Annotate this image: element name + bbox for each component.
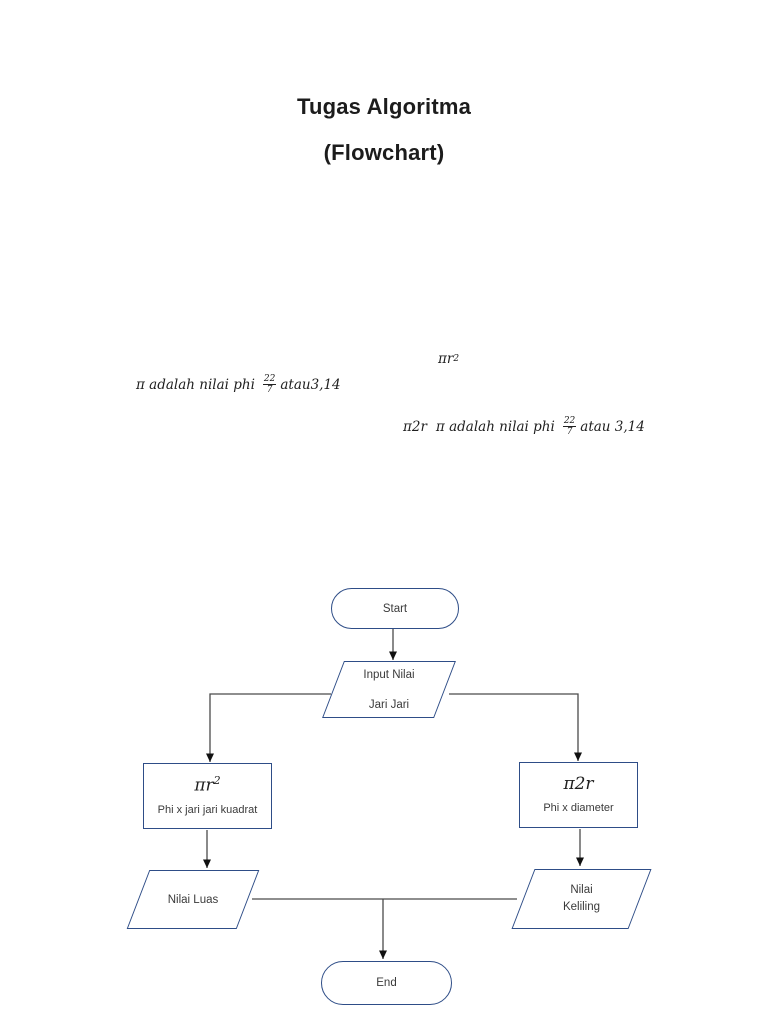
start-label: Start: [382, 602, 408, 615]
fraction-numerator: 22: [562, 416, 577, 428]
process-area-formula: πr2: [194, 774, 220, 796]
phi-note-area: π adalah nilai phi 22 7 atau3,14: [136, 374, 341, 396]
formula-superscript: 2: [453, 354, 460, 364]
page-subtitle: (Flowchart): [323, 140, 445, 165]
note-text-before: π adalah nilai phi: [435, 418, 555, 435]
output-circumference-line2: Keliling: [562, 901, 601, 913]
note-text-before: π adalah nilai phi: [136, 376, 255, 393]
formula-superscript: 2: [213, 774, 221, 788]
end-label: End: [376, 977, 397, 989]
process-area-caption: Phi x jari jari kuadrat: [157, 803, 258, 816]
flowchart-end-node: End: [321, 961, 452, 1005]
note-text-after: atau3,14: [280, 376, 341, 393]
circumference-formula: π2r: [403, 418, 427, 435]
fraction-denominator: 7: [266, 385, 273, 396]
fraction-numerator: 22: [262, 374, 277, 386]
fraction-22-over-7: 22 7: [562, 416, 577, 438]
fraction-22-over-7: 22 7: [262, 374, 277, 396]
input-label-line2: Jari Jari: [368, 699, 410, 711]
fraction-denominator: 7: [566, 427, 573, 438]
input-label: Input Nilai Jari Jari: [322, 661, 456, 718]
page-title: Tugas Algoritma: [296, 94, 472, 119]
output-circumference-line1: Nilai: [570, 883, 593, 896]
connector-input-to-right-process: [449, 693, 582, 761]
output-area-text: Nilai Luas: [167, 893, 219, 906]
process-circumference-caption: Phi x diameter: [543, 802, 614, 815]
flowchart-input-node: Input Nilai Jari Jari: [322, 661, 456, 718]
output-area-label: Nilai Luas: [127, 870, 259, 929]
process-circumference-formula: π2r: [563, 773, 594, 794]
formula-base: πr: [438, 351, 454, 367]
flowchart-process-area-node: πr2 Phi x jari jari kuadrat: [143, 763, 272, 829]
note-text-after: atau 3,14: [580, 418, 645, 435]
flowchart-output-area-node: Nilai Luas: [126, 870, 260, 929]
phi-note-circumference: π2r π adalah nilai phi 22 7 atau 3,14: [403, 416, 645, 438]
connector-input-to-left-process: [206, 693, 331, 762]
output-circumference-label: Nilai Keliling: [512, 869, 651, 929]
flowchart-process-circumference-node: π2r Phi x diameter: [519, 762, 638, 828]
flowchart-output-circumference-node: Nilai Keliling: [511, 869, 652, 929]
flowchart-start-node: Start: [331, 588, 459, 629]
input-label-line1: Input Nilai: [363, 669, 415, 681]
formula-base: πr: [194, 775, 214, 796]
